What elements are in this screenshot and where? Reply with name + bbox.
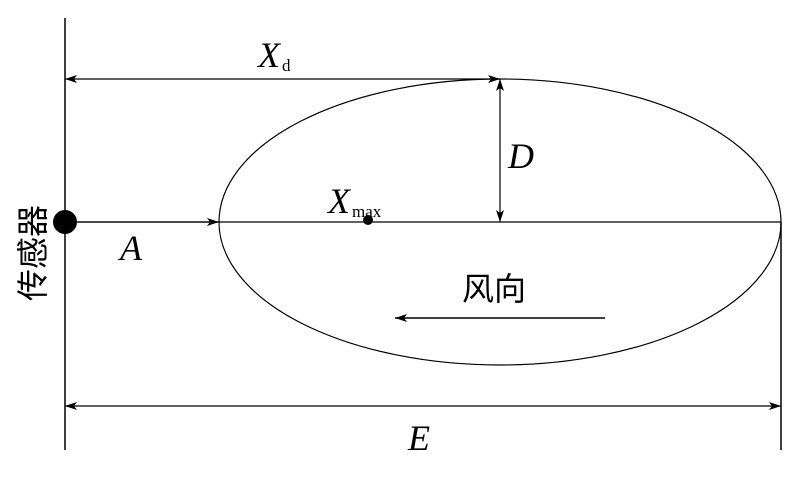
wind-direction-label: 风向 [462, 270, 526, 308]
xmax-point [363, 215, 373, 225]
sensor-label: 传感器 [14, 205, 52, 301]
e-label: E [407, 418, 430, 458]
a-label: A [118, 228, 143, 268]
d-label: D [507, 136, 534, 176]
sensor-dot [53, 210, 77, 234]
